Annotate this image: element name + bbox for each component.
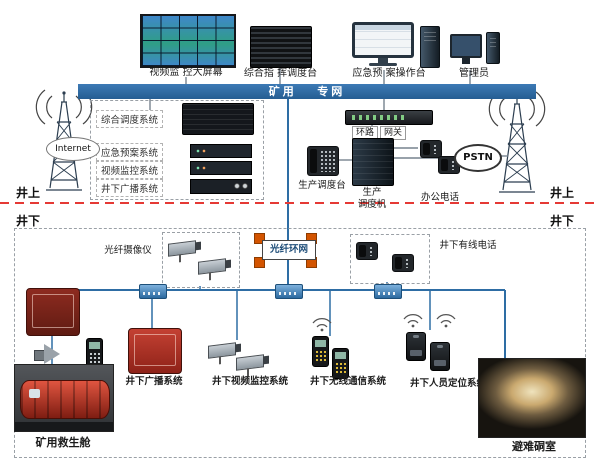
video-server-icon xyxy=(190,161,252,175)
network-switch-icon xyxy=(374,284,402,299)
dispatch-server-rack-icon xyxy=(250,26,312,68)
ring-node-icon xyxy=(254,257,265,268)
internet-cloud: Internet xyxy=(46,137,100,161)
admin-pc-monitor-icon xyxy=(450,34,482,64)
personnel-tag-icon xyxy=(406,332,426,361)
network-switch-icon xyxy=(275,284,303,299)
ring-tag: 环路 xyxy=(352,126,379,140)
surface-label-right: 井上 xyxy=(550,186,575,200)
system-tag-broadcast: 井下广播系统 xyxy=(96,179,164,197)
mine-private-network-bar: 矿用 专网 xyxy=(78,84,536,99)
system-tag-video: 视频监控系统 xyxy=(96,161,164,179)
production-dispatch-phone-icon xyxy=(307,146,339,176)
wireless-handset-icon xyxy=(312,336,329,367)
monitor-stand xyxy=(378,58,388,63)
underground-wireless-label: 井下无线通信系统 xyxy=(309,376,386,387)
office-phone-icon xyxy=(420,140,442,158)
refuge-chamber-photo xyxy=(478,358,586,438)
dispatch-server-icon xyxy=(182,103,254,135)
refuge-chamber-label: 避难硐室 xyxy=(512,440,556,453)
admin-tower-pc-icon xyxy=(486,32,500,64)
broadcast-station-icon xyxy=(128,328,182,374)
emergency-server-icon xyxy=(190,144,252,158)
underground-label-right: 井下 xyxy=(550,214,575,228)
production-dispatch-console-label: 生产调度台 xyxy=(298,180,346,191)
fiber-camera-group-box xyxy=(162,232,240,288)
operator-console-label: 应急预 案操作台 xyxy=(352,68,426,79)
monitor-screen xyxy=(355,25,411,55)
ring-gateway-device-icon xyxy=(345,110,433,125)
system-tag-dispatch: 综合调度系统 xyxy=(96,110,164,128)
video-wall-icon xyxy=(140,14,236,68)
ring-node-icon xyxy=(254,233,265,244)
underground-video-label: 井下视频监控系统 xyxy=(211,376,288,387)
rescue-capsule-label: 矿用救生舱 xyxy=(35,436,91,449)
explosionproof-substation-icon xyxy=(26,288,80,336)
production-dispatch-machine-icon xyxy=(352,138,394,186)
surface-label-left: 井上 xyxy=(16,186,41,200)
dispatch-rack-label: 综合指 挥调度台 xyxy=(243,68,318,79)
underground-broadcast-label: 井下广播系统 xyxy=(125,376,183,387)
personnel-tag-icon xyxy=(430,342,450,371)
fiber-camera-label: 光纤摄像仪 xyxy=(104,245,152,256)
mine-speaker-icon xyxy=(34,344,62,364)
network-switch-icon xyxy=(139,284,167,299)
broadcast-amplifier-icon xyxy=(190,179,252,194)
underground-zone-box xyxy=(14,228,586,458)
wired-phone-label: 井下有线电话 xyxy=(439,240,497,251)
wired-phone-icon xyxy=(356,242,378,260)
dispatch-machine-label-line2: 调度机 xyxy=(357,199,387,210)
monitor-base xyxy=(369,63,397,66)
wired-phone-icon xyxy=(392,254,414,272)
antenna-tower-right-icon xyxy=(488,91,546,193)
underground-label-left: 井下 xyxy=(16,214,41,228)
office-phone-label: 办公电话 xyxy=(420,192,459,203)
wired-phone-group-box xyxy=(350,234,430,284)
rescue-capsule-icon xyxy=(20,380,110,419)
rescue-capsule-photo xyxy=(14,364,114,432)
video-wall-label: 视频监 控大屏幕 xyxy=(149,67,223,78)
admin-label: 管理员 xyxy=(459,68,489,79)
pstn-cloud: PSTN xyxy=(454,144,502,172)
operator-console-icon xyxy=(352,22,414,68)
fiber-ring-node: 光纤环网 xyxy=(262,240,316,260)
wireless-handset-icon xyxy=(332,348,349,379)
console-tower-pc-icon xyxy=(420,26,440,68)
gateway-tags: 环路 网关 xyxy=(352,126,407,140)
underground-positioning-label: 井下人员定位系统 xyxy=(409,378,486,389)
system-tag-emergency: 应急预案系统 xyxy=(96,143,164,161)
mine-handset-icon xyxy=(86,338,103,369)
dispatch-machine-label-line1: 生产 xyxy=(362,187,382,198)
